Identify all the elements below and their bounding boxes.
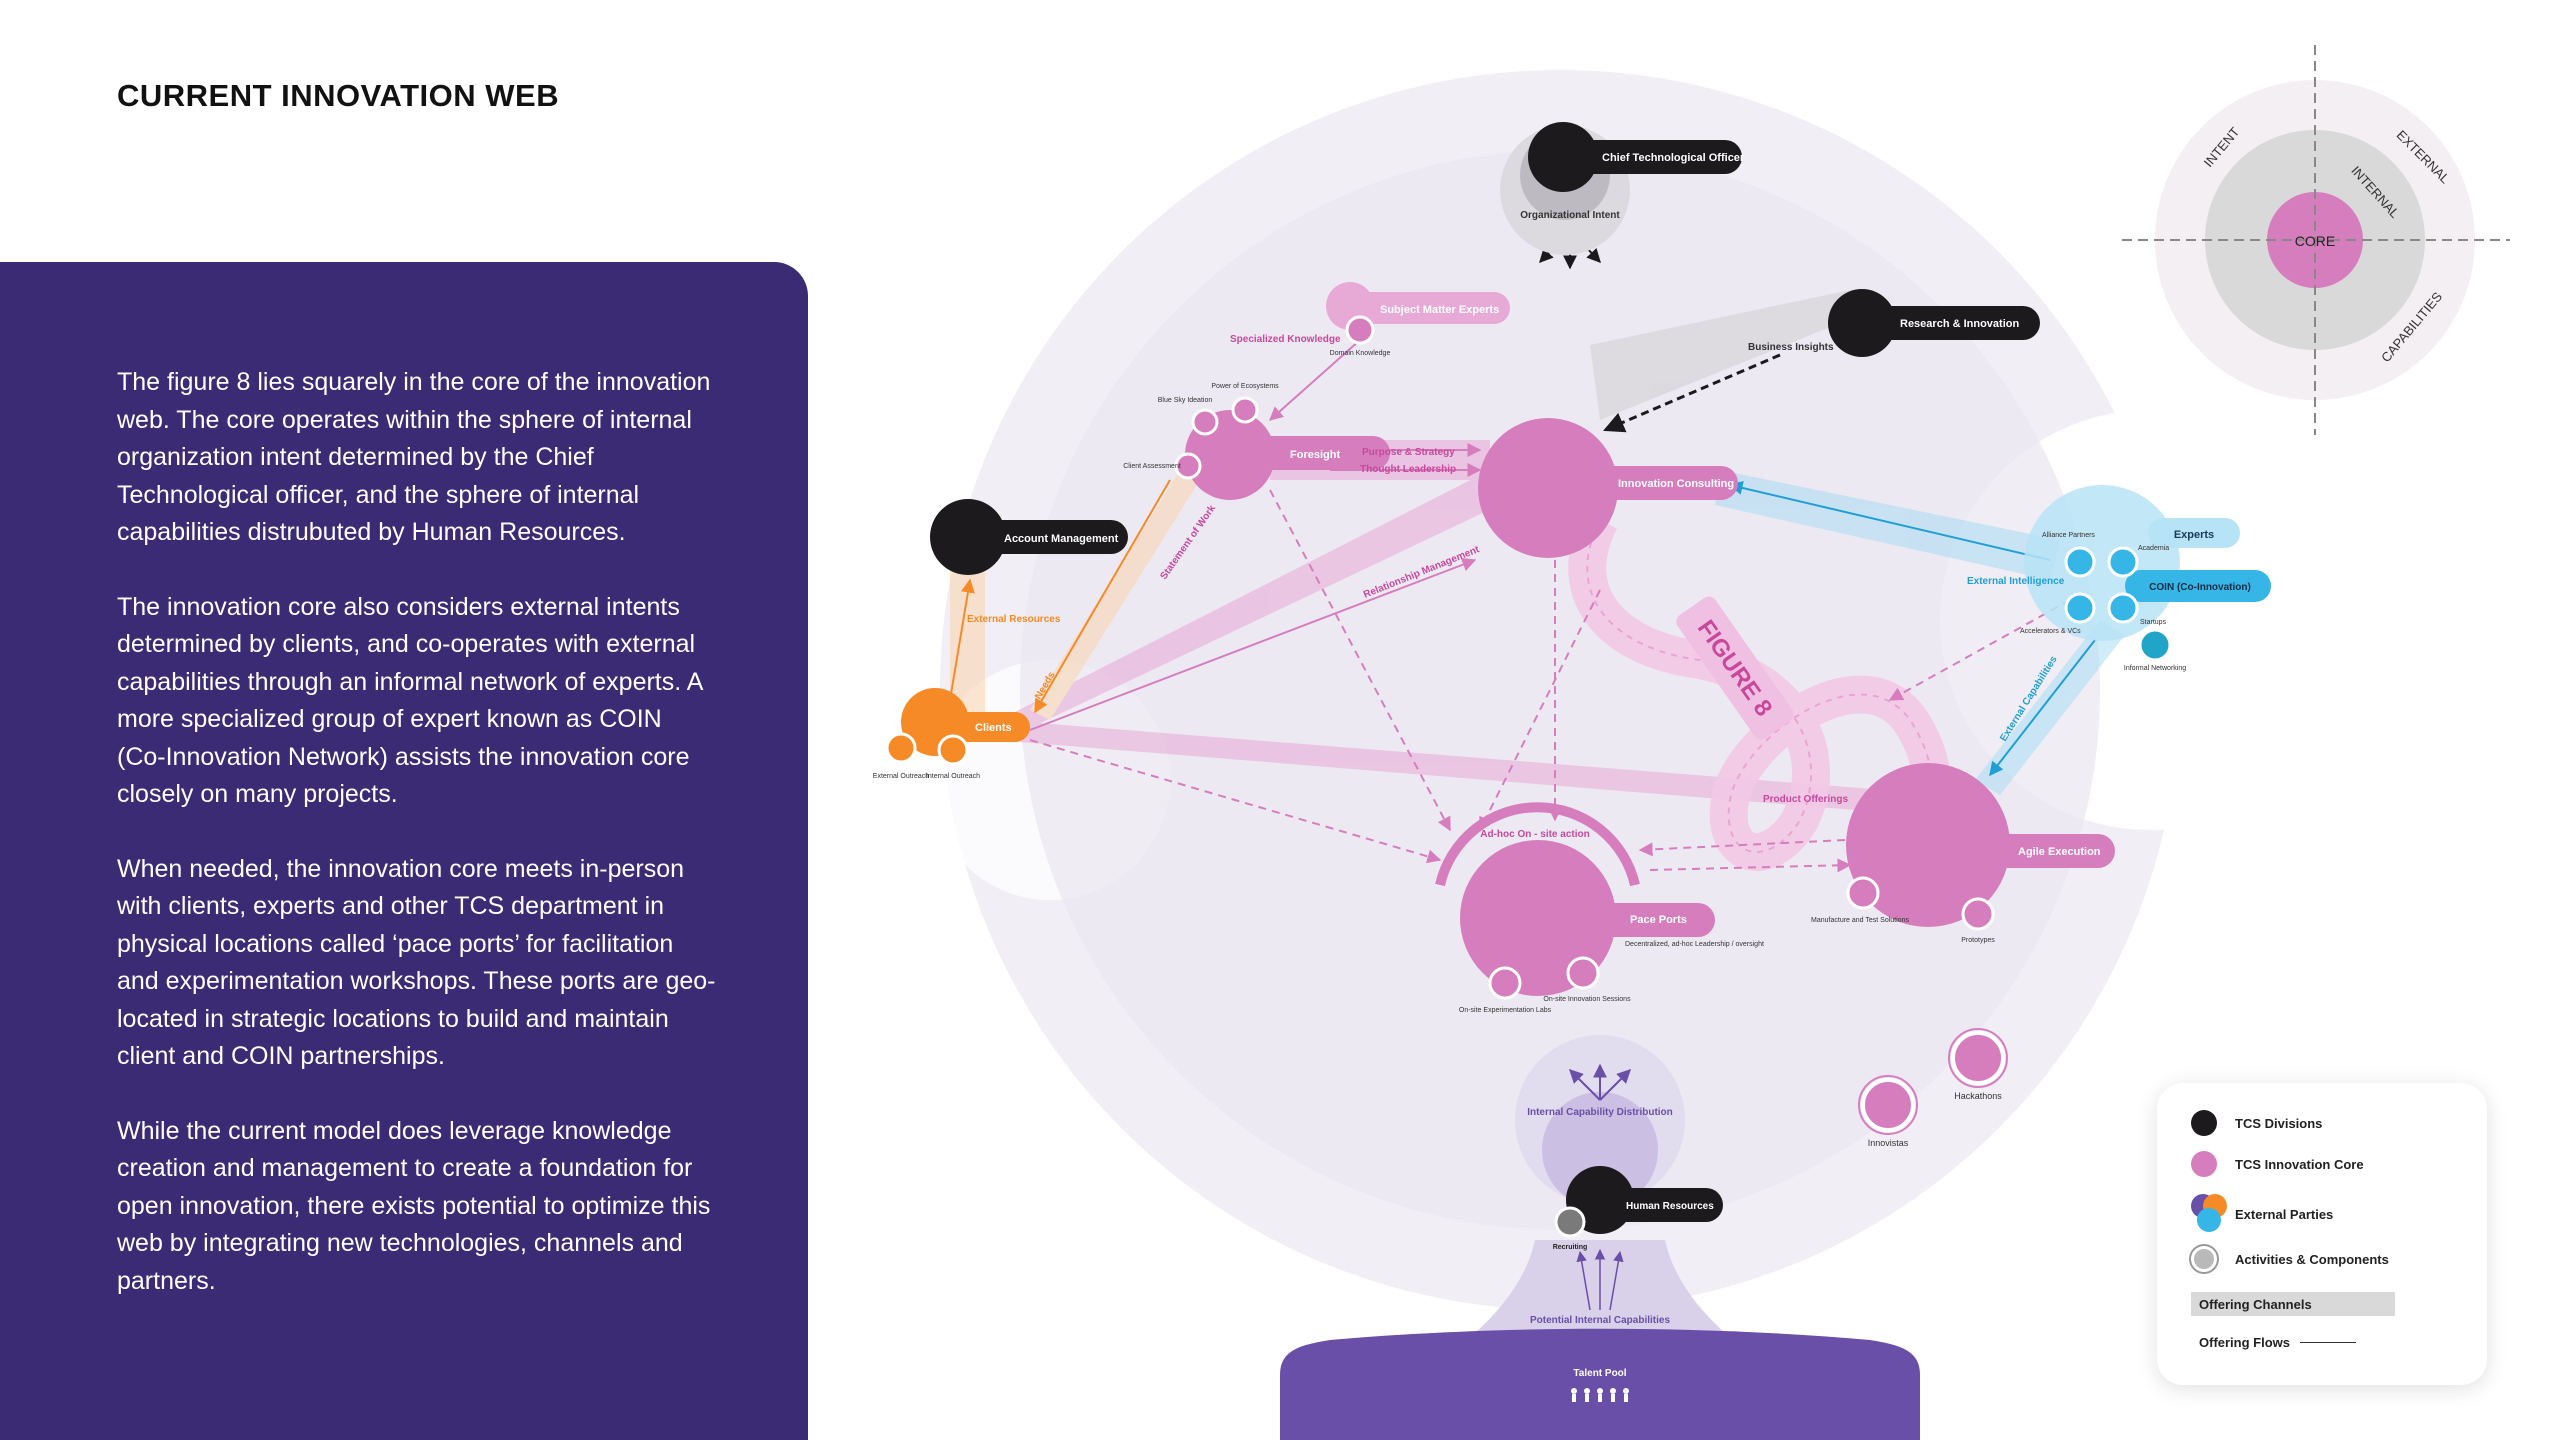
prototypes-label: Prototypes <box>1961 937 1995 944</box>
innovistas-label: Innovistas <box>1868 1138 1909 1148</box>
talent-pool-node: Talent Pool <box>1280 1328 1920 1440</box>
sme-node: Subject Matter Experts Specialized Knowl… <box>1230 282 1510 357</box>
account-management-label: Account Management <box>1004 533 1119 545</box>
accelerators-label: Accelerators & VCs <box>2020 628 2081 635</box>
legend-offering-channels-label: Offering Channels <box>2199 1296 2312 1312</box>
pace-ports-label: Pace Ports <box>1630 914 1687 926</box>
foresight-label: Foresight <box>1290 449 1340 461</box>
paragraph-1: The figure 8 lies squarely in the core o… <box>117 368 711 546</box>
legend-external-parties-label: External Parties <box>2235 1206 2334 1222</box>
innovation-consulting-node: Innovation Consulting <box>1478 418 1738 558</box>
cto-node: Chief Technological Officer Organization… <box>1500 122 1745 255</box>
clients-label: Clients <box>975 722 1012 734</box>
black-dot-icon <box>2191 1110 2217 1136</box>
hackathons-label: Hackathons <box>1954 1091 2002 1101</box>
legend-offering-flows: Offering Flows <box>2199 1335 2356 1350</box>
innovation-web-diagram: FIGURE 8 Chief Technological Officer Org… <box>873 45 2510 1440</box>
people-icon <box>1571 1388 1629 1402</box>
academia-label: Academia <box>2138 545 2169 552</box>
informal-networking-label: Informal Networking <box>2124 665 2186 672</box>
description-text: The figure 8 lies squarely in the core o… <box>117 364 717 1337</box>
business-insights-label: Business Insights <box>1748 342 1834 353</box>
org-intent-label: Organizational Intent <box>1520 210 1620 221</box>
domain-knowledge-label: Domain Knowledge <box>1330 350 1391 357</box>
hackathons-node: Hackathons <box>1948 1028 2008 1101</box>
onsite-sessions-label: On-site Innovation Sessions <box>1543 996 1631 1003</box>
recruiting-label: Recruiting <box>1553 1244 1588 1251</box>
agile-execution-label: Agile Execution <box>2018 846 2101 858</box>
legend-tcs-divisions: TCS Divisions <box>2191 1110 2322 1136</box>
client-assessment-label: Client Assessment <box>1123 463 1181 470</box>
external-parties-dots-icon <box>2191 1194 2235 1234</box>
startups-label: Startups <box>2140 619 2167 626</box>
onsite-labs-label: On-site Experimentation Labs <box>1459 1007 1552 1014</box>
power-ecosystems-label: Power of Ecosystems <box>1211 383 1279 390</box>
alliance-partners-label: Alliance Partners <box>2042 532 2095 539</box>
offering-flows <box>1029 399 2071 873</box>
paragraph-2: The innovation core also considers exter… <box>117 592 703 809</box>
research-node: Research & Innovation Business Insights <box>1748 289 2040 357</box>
account-management-node: Account Management External Resources <box>930 499 1128 625</box>
coin-label: COIN (Co-Innovation) <box>2149 582 2251 593</box>
legend-offering-flows-label: Offering Flows <box>2199 1335 2290 1350</box>
description-panel <box>0 262 808 1440</box>
paragraph-4: While the current model does leverage kn… <box>117 1116 711 1295</box>
human-resources-label: Human Resources <box>1626 1201 1714 1212</box>
page-title: CURRENT INNOVATION WEB <box>117 78 560 113</box>
legend-innovation-core-label: TCS Innovation Core <box>2235 1156 2364 1172</box>
grey-dot-icon <box>2191 1246 2217 1272</box>
cto-label: Chief Technological Officer <box>1602 152 1745 164</box>
paragraph-3: When needed, the innovation core meets i… <box>117 854 716 1071</box>
quadrant-key: CORE INTENT EXTERNAL INTERNAL CAPABILITI… <box>2122 45 2510 435</box>
manufacture-label: Manufacture and Test Solutions <box>1811 917 1909 924</box>
pace-ports-node: Ad-hoc On - site action Pace Ports Decen… <box>1435 802 1764 1014</box>
legend-tcs-divisions-label: TCS Divisions <box>2235 1115 2323 1131</box>
blue-sky-label: Blue Sky Ideation <box>1158 397 1213 404</box>
decentralized-label: Decentralized, ad-hoc Leadership / overs… <box>1625 941 1764 948</box>
external-intelligence-label: External Intelligence <box>1967 576 2065 587</box>
legend-offering-channels: Offering Channels <box>2191 1292 2395 1316</box>
specialized-knowledge-label: Specialized Knowledge <box>1230 334 1341 345</box>
arrow-line-icon <box>2300 1342 2356 1343</box>
research-label: Research & Innovation <box>1900 318 2019 330</box>
external-resources-label-1: External Resources <box>967 614 1061 625</box>
foresight-node: Foresight Blue Sky Ideation Power of Eco… <box>1123 383 1456 500</box>
legend: TCS Divisions TCS Innovation Core Extern… <box>2157 1083 2487 1385</box>
adhoc-label: Ad-hoc On - site action <box>1480 829 1589 840</box>
experts-label: Experts <box>2174 529 2214 541</box>
innovation-consulting-label: Innovation Consulting <box>1618 478 1734 490</box>
legend-activities-label: Activities & Components <box>2235 1251 2389 1267</box>
external-outreach-label: External Outreach <box>873 773 930 780</box>
pink-dot-icon <box>2191 1151 2217 1177</box>
thought-leadership-label: Thought Leadership <box>1360 464 1456 475</box>
sme-label: Subject Matter Experts <box>1380 304 1499 316</box>
purpose-strategy-label: Purpose & Strategy <box>1362 447 1455 458</box>
legend-activities: Activities & Components <box>2191 1246 2389 1272</box>
potential-internal-label: Potential Internal Capabilities <box>1530 1315 1670 1326</box>
legend-external-parties: External Parties <box>2191 1194 2333 1234</box>
agile-execution-node: Agile Execution Manufacture and Test Sol… <box>1763 763 2115 944</box>
legend-innovation-core: TCS Innovation Core <box>2191 1151 2364 1177</box>
figure-8-loop: FIGURE 8 <box>1568 511 1952 876</box>
innovistas-node: Innovistas <box>1858 1075 1918 1148</box>
quad-core-label: CORE <box>2295 233 2335 249</box>
internal-capability-label: Internal Capability Distribution <box>1527 1107 1673 1118</box>
product-offerings-label: Product Offerings <box>1763 794 1848 805</box>
internal-outreach-label: Internal Outreach <box>926 773 980 780</box>
talent-pool-label: Talent Pool <box>1573 1368 1626 1379</box>
